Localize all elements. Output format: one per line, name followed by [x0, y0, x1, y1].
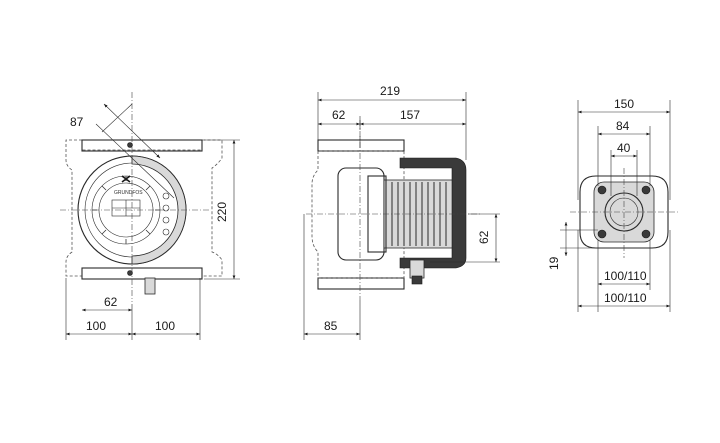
- dim-157-label: 157: [400, 108, 420, 122]
- dim-220-label: 220: [215, 202, 229, 222]
- bolt-hole-br: [641, 229, 651, 239]
- terminal-box: [131, 155, 187, 265]
- side-cable-gland-nut: [411, 275, 423, 285]
- dim-62-vert-label: 62: [477, 230, 491, 244]
- diag-extension-2: [101, 103, 133, 133]
- dim-40-label: 40: [617, 141, 631, 155]
- flange-outline: [579, 175, 669, 249]
- brand-text: GRUNDFOS: [114, 190, 143, 196]
- brand-logo: GRUNDFOS: [114, 175, 143, 196]
- bolt-hole-bl: [597, 229, 607, 239]
- bottom-flange: [81, 267, 203, 280]
- front-view: GRUNDFOS 87 220 62: [60, 92, 240, 340]
- dim-62-side-label: 62: [332, 108, 346, 122]
- dim-pcd-1-label: 100/110: [604, 269, 647, 283]
- flange-bolt-bl: [127, 270, 133, 276]
- cable-gland: [144, 277, 156, 295]
- indicator-led-3: [162, 216, 170, 224]
- side-cable-gland: [409, 259, 425, 279]
- side-view: 219 62 157 62 85: [303, 84, 500, 340]
- flange-view: 150 84 40 19 100/110 100/110: [547, 97, 680, 312]
- dim-62-front-label: 62: [104, 295, 118, 309]
- dim-219-label: 219: [380, 84, 400, 98]
- diag-extension: [95, 123, 175, 199]
- indicator-led-2: [162, 204, 170, 212]
- dim-87-label: 87: [70, 115, 84, 129]
- dim-150-label: 150: [614, 97, 634, 111]
- dim-100-right-label: 100: [155, 319, 175, 333]
- dim-pcd-2-label: 100/110: [604, 291, 647, 305]
- motor-end-cap: [399, 157, 467, 269]
- top-flange: [81, 139, 203, 152]
- indicator-led-4: [162, 228, 170, 236]
- dim-85-label: 85: [324, 319, 338, 333]
- side-top-flange: [317, 139, 405, 152]
- dim-87-line: [103, 103, 161, 159]
- indicator-led-1: [162, 192, 170, 200]
- dim-100-left-label: 100: [86, 319, 106, 333]
- dim-84-label: 84: [616, 119, 630, 133]
- bolt-hole-tr: [641, 185, 651, 195]
- side-pump-body: [311, 150, 405, 279]
- side-bottom-flange: [317, 277, 405, 290]
- dim-19-label: 19: [547, 256, 561, 270]
- bolt-hole-tl: [597, 185, 607, 195]
